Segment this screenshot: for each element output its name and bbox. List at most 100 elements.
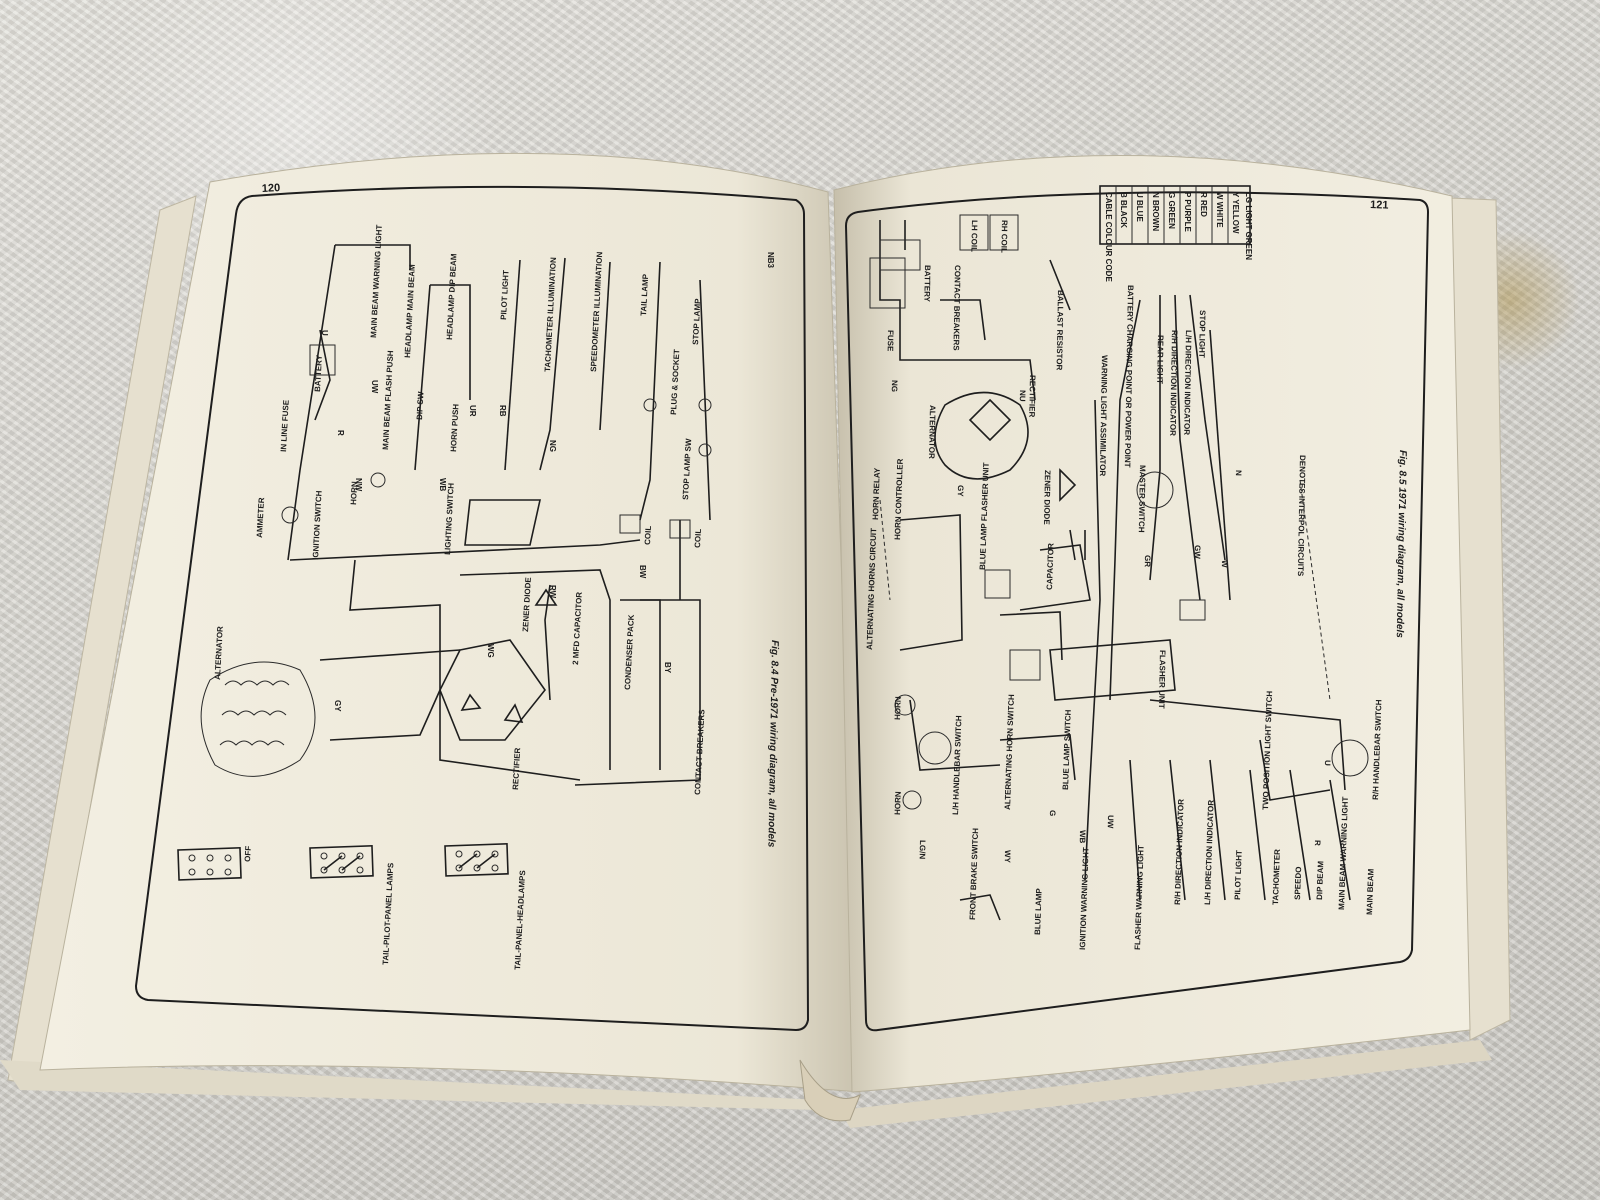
label-alternator-r: ALTERNATOR: [927, 405, 937, 459]
colour-code-entry-2: N BROWN: [1151, 192, 1160, 231]
wire-code: G: [1048, 810, 1057, 816]
wire-code: GW: [1193, 545, 1202, 559]
label-tail-lamp: TAIL LAMP: [639, 273, 650, 316]
right-page-content: 121 Fig. 8.5 1971 wiring diagram, all mo…: [844, 185, 1430, 1032]
right-component-labels: FUSE BATTERY CONTACT BREAKERS LH COIL RH…: [865, 220, 1384, 950]
wire-code: R: [336, 430, 345, 436]
wire-code: GY: [956, 485, 965, 497]
wire-code: RB: [498, 405, 507, 417]
wire-code: N: [1234, 470, 1243, 476]
label-flasher-unit: FLASHER UNIT: [1157, 650, 1167, 709]
switch-box-off: [177, 847, 242, 881]
wire-code: BY: [663, 662, 672, 674]
label-coil-2: COIL: [693, 528, 703, 548]
label-alternating-horns-circuit: ALTERNATING HORNS CIRCUIT: [865, 528, 878, 650]
wire-code: UR: [468, 405, 477, 417]
wire-code: W: [1220, 560, 1229, 568]
label-horn-1: HORN: [893, 696, 903, 720]
label-master-switch: MASTER SWITCH: [1137, 465, 1147, 533]
label-two-position-light-switch: TWO POSITION LIGHT SWITCH: [1261, 691, 1274, 811]
label-rh-coil: RH COIL: [999, 220, 1009, 253]
label-horn: HORN: [349, 481, 359, 505]
label-blue-lamp-switch: BLUE LAMP SWITCH: [1061, 709, 1073, 790]
left-page-number: 120: [262, 182, 281, 195]
wire-code: WB: [438, 478, 447, 492]
label-ammeter: AMMETER: [255, 497, 266, 538]
switch-box-tail-headlamps: [444, 843, 509, 877]
label-rh-direction-indicator-front: R/H DIRECTION INDICATOR: [1173, 799, 1186, 905]
left-wire-codes: U R UW UR RB NG NW WB GY WG BW BY RW: [320, 330, 672, 712]
label-rectifier: RECTIFIER: [511, 747, 522, 790]
colour-code-entry-7: Y YELLOW: [1231, 192, 1240, 234]
right-page: [833, 154, 1471, 1093]
label-front-brake-switch: FRONT BRAKE SWITCH: [968, 828, 980, 920]
cable-colour-code-table: CABLE COLOUR CODE B BLACK U BLUE N BROWN…: [1099, 185, 1253, 282]
left-component-labels: BATTERY MAIN BEAM WARNING LIGHT HEADLAMP…: [213, 224, 707, 795]
label-pilot-light: PILOT LIGHT: [499, 270, 511, 320]
colour-code-entry-6: W WHITE: [1215, 192, 1224, 228]
wire-code: LG/N: [918, 840, 927, 859]
wire-code: NU: [1018, 390, 1027, 402]
label-lighting-switch: LIGHTING SWITCH: [443, 483, 456, 556]
wire-code: NG: [890, 380, 899, 392]
label-blue-lamp-flasher-unit: BLUE LAMP FLASHER UNIT: [978, 462, 991, 570]
label-lh-coil: LH COIL: [969, 220, 979, 252]
label-horn-relay: HORN RELAY: [871, 467, 882, 520]
switch-box-tail-pilot: [309, 845, 374, 879]
right-wire-codes: NG NU GY GR GW W N LG/N WY G WB UW R U: [890, 380, 1332, 864]
colour-code-entry-1: U BLUE: [1135, 192, 1144, 222]
wire-code: BW: [638, 565, 647, 579]
label-dip-switch: DIP SW: [415, 391, 425, 420]
colour-code-title: CABLE COLOUR CODE: [1104, 192, 1113, 282]
wire-code: WG: [486, 644, 495, 658]
label-speedometer: SPEEDO: [1293, 866, 1303, 900]
label-battery: BATTERY: [313, 354, 324, 392]
label-coil-1: COIL: [643, 525, 653, 545]
label-ballast-resistor: BALLAST RESISTOR: [1055, 290, 1065, 371]
wire-code: U: [320, 330, 329, 336]
label-blue-lamp: BLUE LAMP: [1033, 887, 1044, 935]
label-main-beam: MAIN BEAM: [1365, 868, 1376, 915]
label-rh-direction-indicator: R/H DIRECTION INDICATOR: [1168, 330, 1179, 436]
left-diagram-frame: [134, 185, 810, 1032]
label-horn-controller: HORN CONTROLLER: [893, 458, 905, 540]
label-plug-socket: PLUG & SOCKET: [669, 349, 681, 415]
left-wiring: [200, 244, 712, 786]
label-stop-lamp-switch: STOP LAMP SW: [681, 438, 693, 500]
colour-code-entry-5: R RED: [1199, 192, 1208, 217]
right-legend-note: DENOTES INTERPOL CIRCUITS: [1296, 455, 1307, 577]
wire-code: R: [1313, 840, 1322, 846]
colour-code-entry-4: P PURPLE: [1183, 192, 1192, 233]
wire-code: NG: [548, 440, 557, 452]
label-fuse: FUSE: [886, 330, 895, 352]
label-lh-direction-indicator-front: L/H DIRECTION INDICATOR: [1203, 800, 1216, 906]
wire-code: U: [1323, 760, 1332, 766]
page-stack-edges: [0, 195, 1511, 1128]
label-capacitor-r: CAPACITOR: [1045, 543, 1056, 590]
colour-code-entry-0: B BLACK: [1119, 192, 1128, 228]
label-lh-direction-indicator: L/H DIRECTION INDICATOR: [1182, 330, 1193, 435]
left-page-content: 120 NB3 Fig. 8.4 Pre-1971 wiring diagram…: [134, 182, 810, 1032]
label-battery-charging-point: BATTERY CHARGING POINT OR POWER POINT: [1123, 285, 1135, 468]
right-figure-caption: Fig. 8.5 1971 wiring diagram, all models: [1394, 450, 1408, 638]
right-wiring: [869, 214, 1369, 921]
label-ignition-switch: IGNITION SWITCH: [311, 490, 324, 560]
wire-code: WB: [1078, 830, 1087, 844]
wire-code: UW: [1106, 815, 1115, 829]
left-figure-caption: Fig. 8.4 Pre-1971 wiring diagram, all mo…: [765, 640, 780, 848]
label-main-beam-warning-light-r: MAIN BEAM WARNING LIGHT: [1337, 796, 1350, 910]
label-alternating-horn-switch: ALTERNATING HORN SWITCH: [1003, 694, 1016, 810]
label-in-line-fuse: IN LINE FUSE: [279, 399, 291, 452]
wire-code: RW: [548, 585, 557, 599]
right-page-number: 121: [1370, 199, 1389, 212]
label-alternator: ALTERNATOR: [213, 626, 225, 680]
worn-spine: [799, 1059, 861, 1122]
label-zener-diode: ZENER DIODE: [521, 576, 533, 632]
label-rh-handlebar-switch: R/H HANDLEBAR SWITCH: [1371, 699, 1384, 800]
label-contact-breakers-r: CONTACT BREAKERS: [951, 265, 962, 351]
label-warning-light-assimilator: WARNING LIGHT ASSIMILATOR: [1098, 355, 1109, 477]
label-condenser-pack: CONDENSER PACK: [623, 614, 636, 690]
colour-code-entry-8: LG LIGHT GREEN: [1244, 192, 1253, 260]
colour-code-entry-3: G GREEN: [1167, 192, 1176, 229]
